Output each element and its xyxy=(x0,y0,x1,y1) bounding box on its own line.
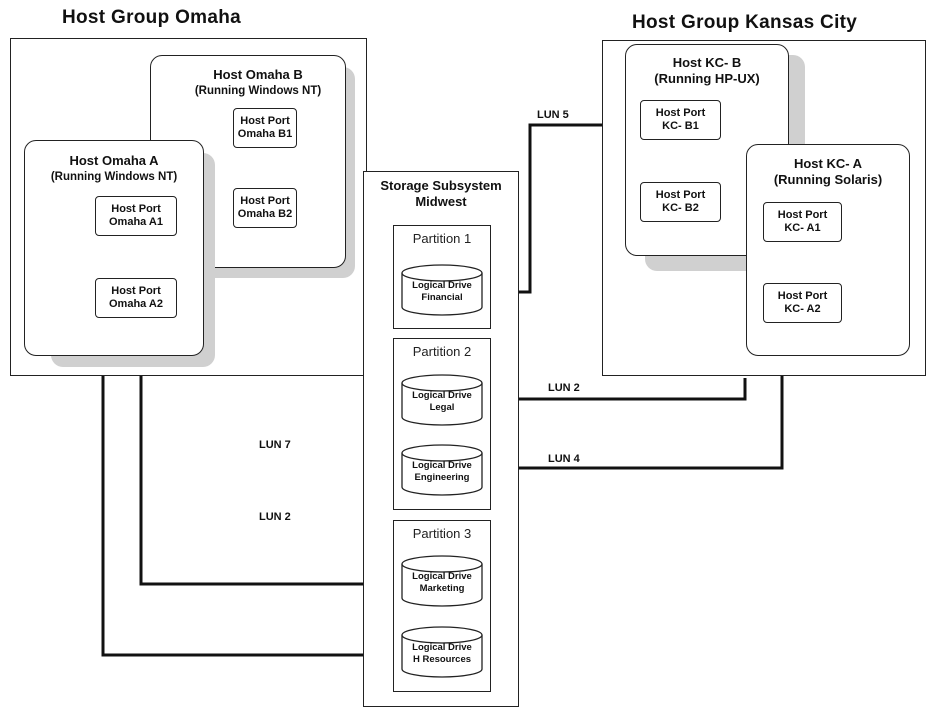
drive-label: Logical Drive Marketing xyxy=(401,571,483,595)
drive-cylinder-icon xyxy=(401,264,483,316)
host-title: Host KC- B (Running HP-UX) xyxy=(626,55,788,87)
host-os: (Running HP-UX) xyxy=(654,71,760,86)
port-label: Host Port xyxy=(111,285,161,297)
port-label: Host Port xyxy=(777,209,828,221)
host-port-omaha-b1[interactable]: Host Port Omaha B1 xyxy=(233,108,297,148)
drive-label-line2: Marketing xyxy=(419,583,465,594)
drive-cylinder-icon xyxy=(401,626,483,678)
drive-label-line1: Logical Drive xyxy=(412,390,472,401)
drive-cylinder-icon xyxy=(401,374,483,426)
port-id: Omaha A2 xyxy=(108,298,163,310)
port-label: Host Port xyxy=(777,290,828,302)
partition-title: Partition 2 xyxy=(412,344,472,359)
host-group-omaha: Host Omaha B (Running Windows NT) Host P… xyxy=(10,38,367,376)
host-name: Host KC- B xyxy=(672,55,742,70)
storage-title: Storage Subsystem Midwest xyxy=(364,178,518,210)
group-title-omaha: Host Group Omaha xyxy=(62,7,241,28)
host-port-kc-b2[interactable]: Host Port KC- B2 xyxy=(640,182,721,222)
drive-label-line1: Logical Drive xyxy=(412,460,472,471)
port-label: Host Port xyxy=(240,195,290,207)
host-title: Host Omaha B (Running Windows NT) xyxy=(151,67,345,99)
host-port-omaha-a2[interactable]: Host Port Omaha A2 xyxy=(95,278,177,318)
host-group-kansas-city: Host KC- B (Running HP-UX) Host Port KC-… xyxy=(602,40,926,376)
host-omaha-a[interactable]: Host Omaha A (Running Windows NT) Host P… xyxy=(24,140,204,356)
host-os: (Running Windows NT) xyxy=(50,171,178,183)
partition-title: Partition 3 xyxy=(412,526,472,541)
group-title-kansas-city: Host Group Kansas City xyxy=(632,12,858,33)
storage-subsystem-midwest: Storage Subsystem Midwest Partition 1 Lo… xyxy=(363,171,519,707)
port-label: Host Port xyxy=(240,115,290,127)
drive-label: Logical Drive Engineering xyxy=(401,460,483,484)
logical-drive-marketing[interactable]: Logical Drive Marketing xyxy=(401,555,483,607)
logical-drive-h-resources[interactable]: Logical Drive H Resources xyxy=(401,626,483,678)
port-label: Host Port xyxy=(655,189,706,201)
wire-marketing xyxy=(139,375,402,586)
lun-label-engineering: LUN 4 xyxy=(548,453,580,465)
wire-engineering xyxy=(484,356,784,470)
drive-label-line2: Financial xyxy=(421,292,463,303)
host-os: (Running Solaris) xyxy=(773,172,883,187)
port-label: Host Port xyxy=(655,107,706,119)
logical-drive-engineering[interactable]: Logical Drive Engineering xyxy=(401,444,483,496)
partition-title: Partition 1 xyxy=(412,231,472,246)
host-port-omaha-b2[interactable]: Host Port Omaha B2 xyxy=(233,188,297,228)
host-port-kc-b1[interactable]: Host Port KC- B1 xyxy=(640,100,721,140)
host-name: Host Omaha A xyxy=(69,153,159,168)
logical-drive-financial[interactable]: Logical Drive Financial xyxy=(401,264,483,316)
port-id: Omaha B2 xyxy=(237,208,293,220)
port-id: Omaha B1 xyxy=(237,128,293,140)
port-id: Omaha A1 xyxy=(108,216,163,228)
drive-label-line1: Logical Drive xyxy=(412,571,472,582)
storage-title-line1: Storage Subsystem xyxy=(380,178,502,193)
lun-label-marketing: LUN 7 xyxy=(259,439,291,451)
drive-cylinder-icon xyxy=(401,555,483,607)
drive-label-line1: Logical Drive xyxy=(412,642,472,653)
host-name: Host KC- A xyxy=(793,156,863,171)
host-title: Host KC- A (Running Solaris) xyxy=(747,156,909,188)
host-title: Host Omaha A (Running Windows NT) xyxy=(25,153,203,185)
drive-label-line1: Logical Drive xyxy=(412,280,472,291)
drive-label: Logical Drive Legal xyxy=(401,390,483,414)
port-id: KC- A1 xyxy=(784,222,821,234)
storage-title-line2: Midwest xyxy=(415,194,467,209)
drive-label-line2: H Resources xyxy=(412,654,472,665)
port-id: KC- B2 xyxy=(662,202,699,214)
host-port-omaha-a1[interactable]: Host Port Omaha A1 xyxy=(95,196,177,236)
lun-label-legal: LUN 2 xyxy=(548,382,580,394)
partition-1: Partition 1 Logical Drive Financial xyxy=(393,225,491,329)
logical-drive-legal[interactable]: Logical Drive Legal xyxy=(401,374,483,426)
wire-legal xyxy=(484,378,747,401)
drive-label-line2: Engineering xyxy=(414,472,470,483)
host-port-kc-a1[interactable]: Host Port KC- A1 xyxy=(763,202,842,242)
port-label: Host Port xyxy=(111,203,161,215)
partition-3: Partition 3 Logical Drive Marketing Logi… xyxy=(393,520,491,692)
partition-2: Partition 2 Logical Drive Legal Logical … xyxy=(393,338,491,510)
drive-label: Logical Drive Financial xyxy=(401,280,483,304)
host-os: (Running Windows NT) xyxy=(194,85,322,97)
lun-label-h-resources: LUN 2 xyxy=(259,511,291,523)
host-port-kc-a2[interactable]: Host Port KC- A2 xyxy=(763,283,842,323)
port-id: KC- B1 xyxy=(662,120,699,132)
port-id: KC- A2 xyxy=(784,303,821,315)
drive-label-line2: Legal xyxy=(429,402,455,413)
lun-label-financial: LUN 5 xyxy=(537,109,569,121)
wire-hresources xyxy=(101,375,402,657)
drive-cylinder-icon xyxy=(401,444,483,496)
drive-label: Logical Drive H Resources xyxy=(401,642,483,666)
host-kc-a[interactable]: Host KC- A (Running Solaris) Host Port K… xyxy=(746,144,910,356)
host-name: Host Omaha B xyxy=(213,67,303,82)
